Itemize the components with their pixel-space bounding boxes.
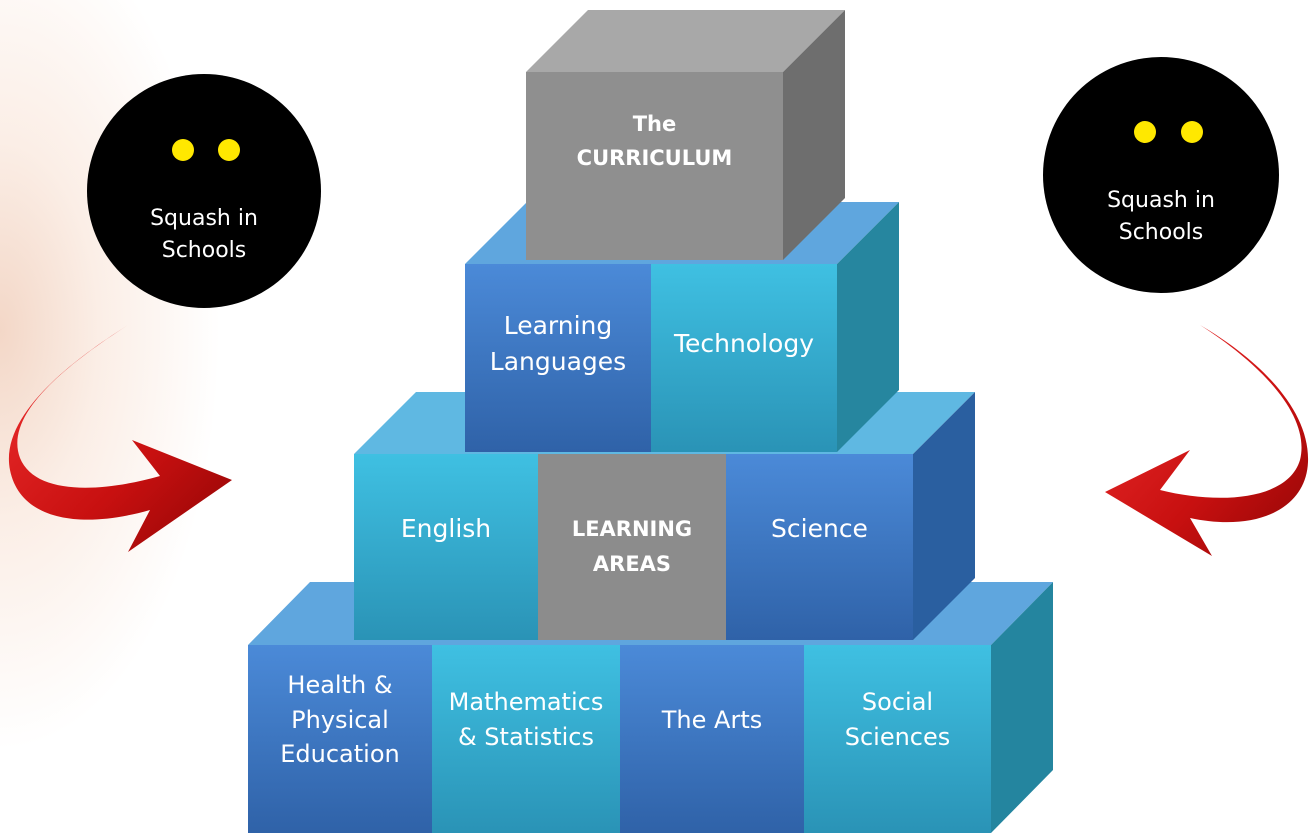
tier3-side-face <box>913 392 975 640</box>
cube-side-face <box>783 10 845 260</box>
squash-ball-icon <box>172 139 194 161</box>
cube-top-face <box>526 10 845 72</box>
label-health-physical-education: Health & Physical Education <box>280 670 400 769</box>
badge-left-circle <box>87 74 321 308</box>
badge-right <box>1043 57 1279 293</box>
label-technology: Technology <box>673 328 815 358</box>
badge-left-line2: Schools <box>161 238 247 263</box>
curriculum-line1: The <box>632 112 677 136</box>
curriculum-cube <box>526 10 845 260</box>
badge-right-label: Squash in Schools <box>1067 172 1255 262</box>
block-learning-areas <box>538 454 726 640</box>
block-english <box>354 454 538 640</box>
label-social-sciences: Social Sciences <box>844 688 951 751</box>
block-science <box>726 454 913 640</box>
block-learning-languages <box>465 264 651 452</box>
squash-ball-icon <box>1134 121 1156 143</box>
curriculum-line2: CURRICULUM <box>576 145 733 170</box>
squash-ball-icon <box>1181 121 1203 143</box>
tier2-side-face <box>837 202 899 452</box>
badge-left-label: Squash in Schools <box>110 190 298 280</box>
block-health <box>248 645 432 833</box>
badge-right-circle <box>1043 57 1279 293</box>
badge-left <box>87 74 321 308</box>
block-social-sciences <box>804 645 991 833</box>
label-learning-areas: LEARNING AREAS <box>571 517 693 576</box>
label-mathematics-statistics: Mathematics & Statistics <box>448 688 604 751</box>
curved-arrow-right-icon <box>1105 325 1309 556</box>
block-mathematics <box>432 645 620 833</box>
label-learning-languages: Learning Languages <box>489 310 627 376</box>
badge-left-line1: Squash in <box>150 206 258 232</box>
curved-arrow-left-icon <box>8 325 232 552</box>
badge-right-line2: Schools <box>1118 220 1204 245</box>
cube-front-face <box>526 72 783 260</box>
block-technology <box>651 264 837 452</box>
label-the-arts: The Arts <box>661 705 763 734</box>
badge-right-line1: Squash in <box>1107 188 1215 214</box>
block-arts <box>620 645 804 833</box>
squash-ball-icon <box>218 139 240 161</box>
tier4-side-face <box>991 582 1053 833</box>
label-english: English <box>400 513 492 543</box>
label-science: Science <box>771 513 868 543</box>
